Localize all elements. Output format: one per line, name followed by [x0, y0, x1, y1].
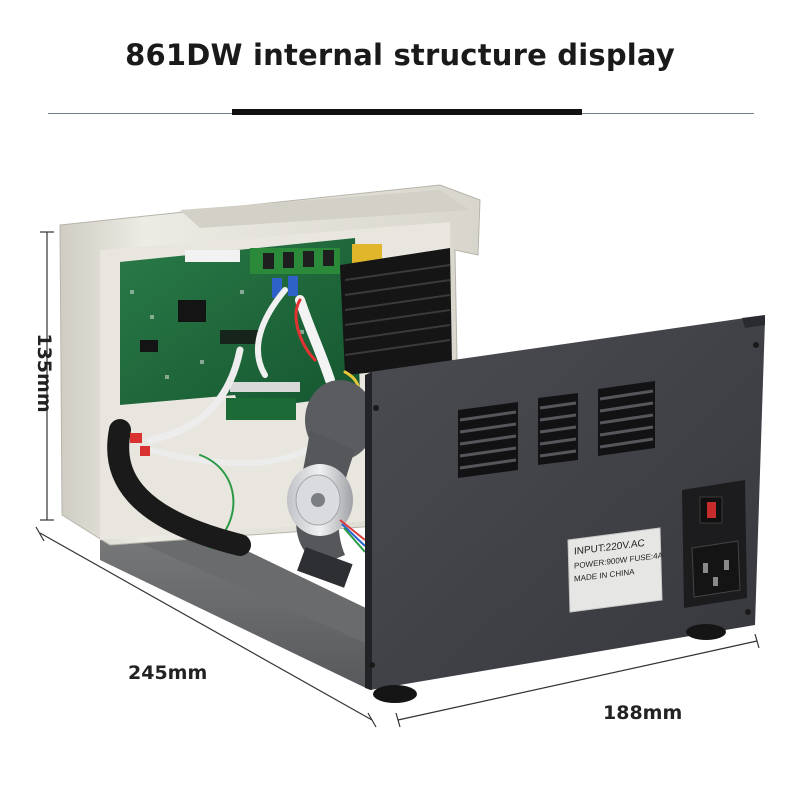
- power-socket: [682, 480, 747, 608]
- depth-dimension-label: 245mm: [128, 662, 208, 684]
- pcb-board: [120, 238, 360, 410]
- base-plate: [100, 520, 370, 690]
- heatsink: [340, 248, 452, 375]
- rating-label-plate: [567, 527, 663, 613]
- title-underline-thick: [232, 109, 582, 115]
- width-dimension-label: 188mm: [603, 702, 683, 724]
- dimension-lines: [35, 231, 760, 728]
- blower-motor: [287, 380, 375, 588]
- rubber-feet: [373, 624, 726, 703]
- panel-screws: [369, 342, 759, 668]
- height-dimension-label: 135mm: [33, 333, 55, 413]
- page-title: 861DW internal structure display: [125, 38, 675, 72]
